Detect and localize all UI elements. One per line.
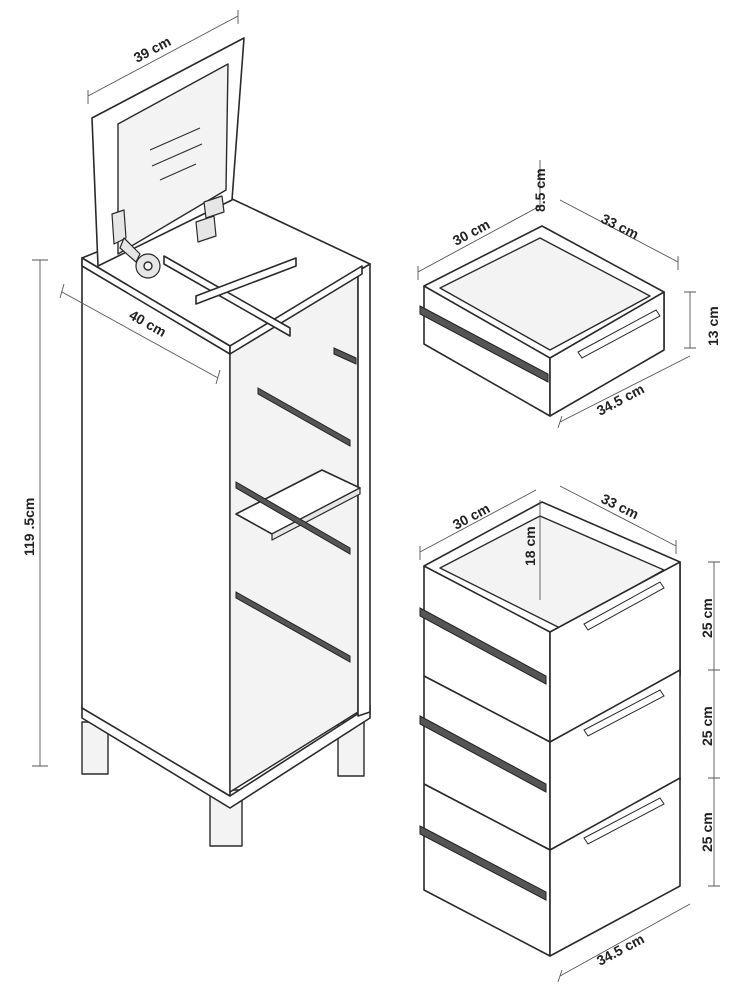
dim-top-tray-width: 33 cm <box>599 210 642 242</box>
divider-long <box>163 255 291 337</box>
dim-lid-width: 39 cm <box>131 33 174 66</box>
top-tray-front <box>549 291 665 417</box>
cabinet-shelf-edge <box>271 487 361 541</box>
drawer-dimensions <box>419 485 720 983</box>
rail-3 <box>235 591 351 663</box>
top-tray-inner <box>439 237 651 351</box>
cabinet-dimensions <box>32 10 239 767</box>
divider-short <box>195 257 297 305</box>
dim-drawer-front-width: 34.5 cm <box>594 930 647 968</box>
dim-top-tray-front-height: 13 cm <box>705 306 721 346</box>
top-tray-dimensions <box>417 160 696 429</box>
top-tray-illustration <box>419 225 665 417</box>
drawer-1 <box>419 501 681 743</box>
dim-drawer-1-height: 25 cm <box>699 598 715 638</box>
mirror-glare <box>149 127 203 181</box>
drawer-stack-illustration <box>419 501 681 957</box>
dim-drawer-3-height: 25 cm <box>699 812 715 852</box>
hinge-right <box>195 195 225 243</box>
cabinet-illustration <box>81 37 371 847</box>
cabinet-back-panel <box>229 267 359 793</box>
dim-drawer-inner-height: 18 cm <box>522 526 538 566</box>
rail-top <box>333 347 357 365</box>
dim-drawer-depth: 30 cm <box>450 500 493 533</box>
drawer-3 <box>419 777 681 957</box>
top-tray-rail <box>419 305 549 383</box>
rail-2 <box>235 481 351 555</box>
dim-top-tray-inner-height: 8.5 cm <box>532 168 548 212</box>
mirror <box>117 63 229 255</box>
rail-1 <box>257 387 351 447</box>
dim-drawer-2-height: 25 cm <box>699 706 715 746</box>
dim-cabinet-height: 119 .5cm <box>21 498 37 556</box>
hinge-left <box>111 209 161 279</box>
top-tray-handle <box>577 309 661 359</box>
top-compartment-right <box>229 265 363 355</box>
